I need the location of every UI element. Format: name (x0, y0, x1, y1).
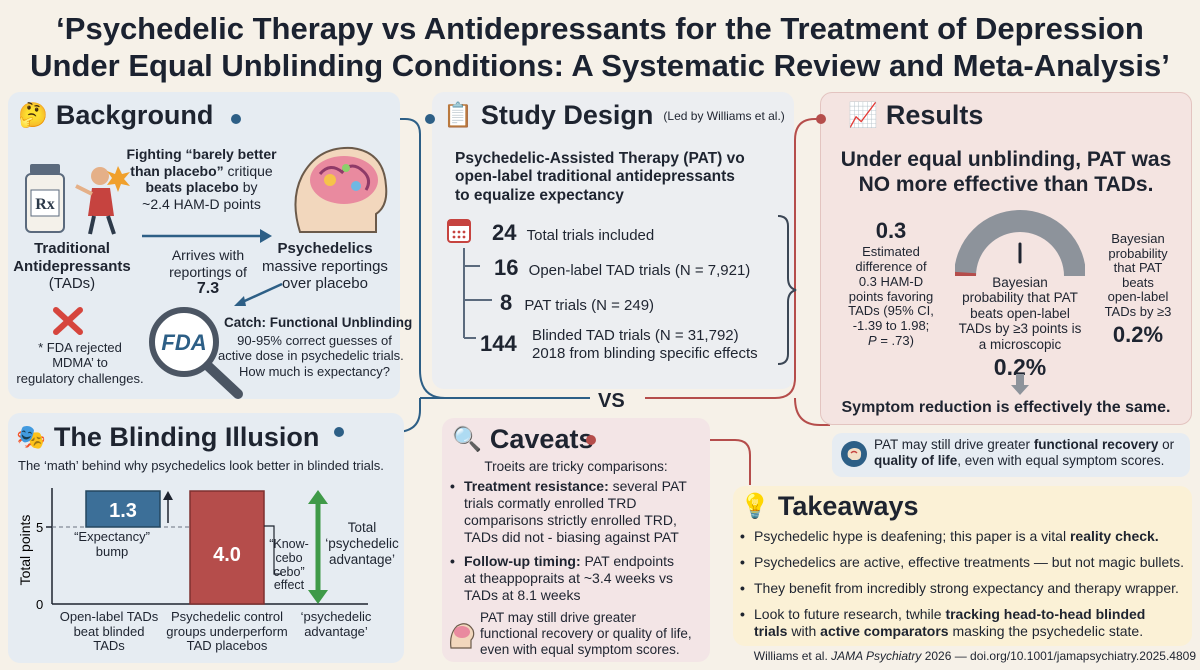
category-3-label: ‘psychedelic advantage’ (300, 609, 372, 639)
takeaways-heading: 💡 Takeaways (740, 491, 919, 521)
expectancy-bump-label: “Expectancy” bump (74, 529, 150, 560)
head-brain-icon (450, 623, 475, 649)
caveats-intro: Troeits are tricky comparisons: (484, 459, 668, 474)
study-connector-dot (425, 114, 435, 124)
caveats-heading: 🔍 Caveats (452, 424, 594, 454)
total-advantage-label: Total ‘psychedelic advantage’ (325, 520, 399, 567)
psychedelics-label: Psychedelics massive reportings over pla… (262, 240, 388, 293)
study-design-panel (432, 92, 794, 389)
clipboard-icon: 📋 (443, 101, 473, 129)
takeaway-3: They benefit from incredibly strong expe… (740, 580, 1190, 597)
red-x-icon (53, 307, 83, 335)
results-heading: 📈 Results (848, 100, 984, 130)
caveat-follow-up-timing: Follow-up timing: PAT endpoints at theap… (450, 553, 706, 604)
category-2-label: Psychedelic control groups underperform … (166, 609, 288, 654)
blinding-chart: 5 0 Total points 1.3 4.0 (17, 488, 368, 612)
caveats-connector-dot (586, 435, 596, 445)
citation: Williams et al. JAMA Psychiatry 2026 — d… (753, 649, 1196, 663)
fighting-critique-text: Fighting “barely better than placebo” cr… (126, 146, 277, 212)
vs-label: VS (598, 390, 625, 412)
bayesian-right-text: Bayesian probability that PAT beats open… (1104, 231, 1172, 348)
bar1-value-label: 1.3 (109, 500, 137, 522)
title-line-2: Under Equal Unblinding Conditions: A Sys… (30, 48, 1170, 83)
tick-0-label: 0 (36, 597, 43, 612)
arrow-down-icon (1011, 374, 1029, 395)
page-title: ‘Psychedelic Therapy vs Antidepressants … (0, 10, 1200, 84)
background-heading: 🤔 Background (18, 100, 214, 130)
takeaway-1: Psychedelic hype is deafening; this pape… (740, 528, 1190, 545)
magnifying-glass-icon: 🔍 (452, 425, 482, 453)
light-bulb-icon: 💡 (740, 492, 770, 520)
results-headline: Under equal unblinding, PAT was NO more … (840, 148, 1172, 197)
results-connector-dot (816, 114, 826, 124)
expectancy-bar (85, 490, 161, 528)
pat-note-panel (832, 433, 1190, 477)
study-row-total: 24 Total trials included (492, 220, 655, 245)
blinding-heading: 🎭 The Blinding Illusion (16, 422, 320, 452)
pill-bottle-person-icon: Rx (25, 164, 130, 235)
thinking-face-icon: 🤔 (18, 101, 48, 129)
arrives-with-text: Arrives with reportings of 7.3 (169, 247, 247, 298)
study-subtitle: Psychedelic-Assisted Therapy (PAT) vo op… (455, 150, 745, 204)
traditional-antidepressants-label: Traditional Antidepressants (TADs) (13, 240, 131, 293)
brain-head-icon (294, 146, 388, 233)
study-tree (447, 215, 797, 365)
knowcebo-bar (189, 490, 265, 605)
blinding-connector-dot (334, 427, 344, 437)
category-1-label: Open-label TADs beat blinded TADs (59, 609, 159, 654)
caveat-treatment-resistance: Treatment resistance: several PAT trials… (450, 478, 706, 546)
arrow-down-left-icon (234, 282, 283, 306)
takeaway-2: Psychedelics are active, effective treat… (740, 554, 1190, 571)
study-row-open-label: 16 Open-label TAD trials (N = 7,921) (494, 255, 751, 280)
knowcebo-effect-label: “Know- cebo cebo” effect (269, 537, 309, 593)
arrow-right-icon (142, 229, 272, 243)
study-design-heading: 📋 Study Design (Led by Williams et al.) (443, 100, 785, 130)
estimated-difference-text: 0.3 Estimated difference of 0.3 HAM-D po… (848, 218, 934, 348)
fda-logo-text: FDA (161, 330, 206, 355)
background-connector-dot (231, 114, 241, 124)
pat-note-text: PAT may still drive greater functional r… (874, 437, 1175, 468)
fda-rejected-note: * FDA rejected MDMA’ to regulatory chall… (16, 340, 144, 386)
theater-masks-icon: 🎭 (16, 423, 46, 451)
study-row-blinded: 144 Blinded TAD trials (N = 31,792) 2018… (480, 327, 758, 362)
probability-gauge (955, 210, 1085, 277)
svg-text:Rx: Rx (35, 196, 55, 213)
results-panel (820, 92, 1192, 425)
caveats-pat-note: PAT may still drive greater functional r… (480, 610, 692, 657)
study-row-pat: 8 PAT trials (N = 249) (500, 290, 655, 315)
catch-functional-unblinding: Catch: Functional Unblinding 90-95% corr… (218, 315, 413, 379)
blinding-subtitle: The ‘math’ behind why psychedelics look … (18, 458, 384, 473)
y-axis-label: Total points (17, 515, 33, 586)
title-line-1: ‘Psychedelic Therapy vs Antidepressants … (56, 11, 1144, 46)
bayesian-gauge-text: Bayesian probability that PAT beats open… (958, 275, 1082, 380)
bar2-value-label: 4.0 (213, 544, 241, 566)
fda-magnifier-icon: FDA (149, 307, 243, 399)
tick-5-label: 5 (36, 520, 43, 535)
chart-increasing-icon: 📈 (848, 101, 878, 129)
brain-badge-icon (841, 441, 867, 467)
takeaway-4: Look to future research, twhile tracking… (740, 606, 1190, 640)
symptom-reduction-text: Symptom reduction is effectively the sam… (841, 399, 1171, 416)
